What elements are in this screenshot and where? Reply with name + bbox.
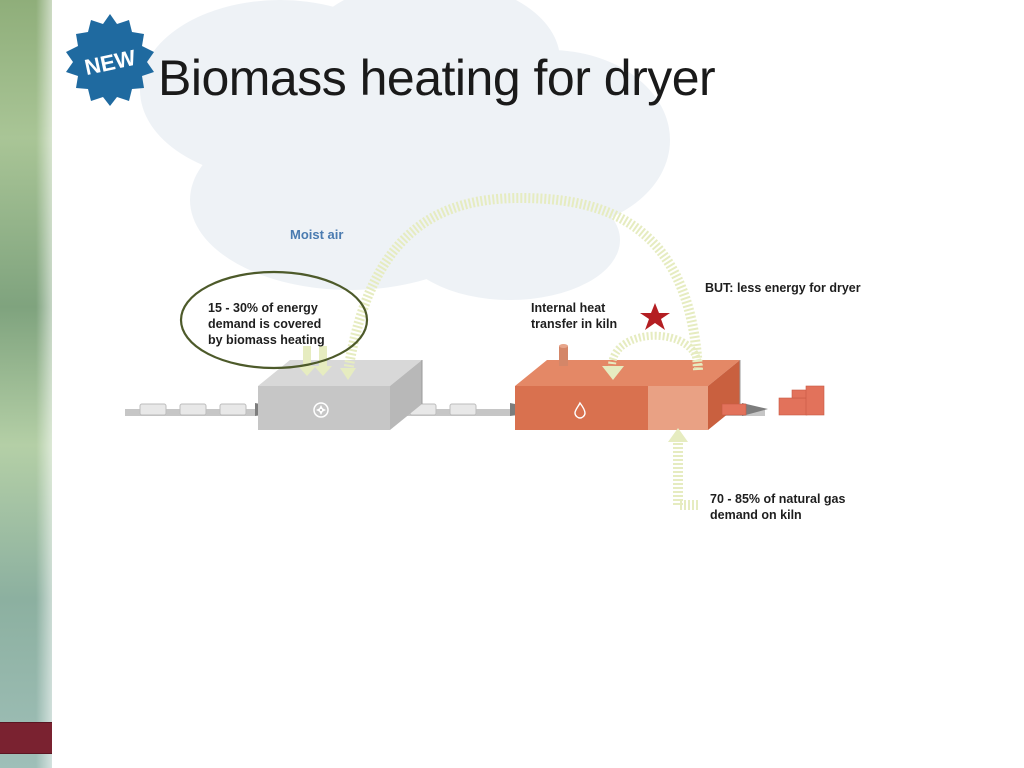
biomass-line-3: by biomass heating: [208, 333, 325, 347]
finished-bricks: [721, 385, 825, 416]
kiln-unit: [515, 344, 740, 430]
new-badge: NEW: [66, 14, 154, 106]
sidebar-block: [0, 722, 52, 754]
moist-air-label: Moist air: [290, 227, 344, 242]
biomass-arrow-shaft: [303, 346, 311, 368]
gas-arrow: [673, 440, 698, 510]
dryer-unit: [258, 360, 422, 430]
dried-brick-stack: [449, 403, 477, 416]
biomass-arrowhead: [298, 366, 316, 376]
cloud-background: [140, 0, 670, 300]
gas-line-2: demand on kiln: [710, 508, 802, 522]
heat-recovery-arc: [343, 192, 703, 373]
raw-brick-stack: [179, 403, 207, 416]
star-icon: [640, 303, 670, 330]
internal-heat-arrowhead: [602, 366, 624, 380]
highlight-ellipse: [179, 270, 369, 370]
but-note-label: BUT: less energy for dryer: [705, 281, 861, 295]
flame-icon: [574, 401, 586, 419]
page-title: Biomass heating for dryer: [158, 50, 716, 106]
raw-brick-stack: [139, 403, 167, 416]
internal-line-1: Internal heat: [531, 301, 606, 315]
natural-gas-label: 70 - 85% of natural gas demand on kiln: [710, 491, 845, 523]
internal-heat-arc: [607, 331, 703, 369]
heat-recovery-arrowhead: [340, 368, 356, 380]
biomass-line-1: 15 - 30% of energy: [208, 301, 318, 315]
conveyor-arrow: [742, 403, 768, 416]
fan-icon: [313, 402, 329, 418]
raw-bricks-group: [139, 403, 477, 416]
conveyor-line: [125, 409, 765, 416]
biomass-arrowhead: [314, 366, 332, 376]
internal-line-2: transfer in kiln: [531, 317, 618, 331]
biomass-arrow-shaft: [319, 346, 327, 368]
gas-line-1: 70 - 85% of natural gas: [710, 492, 846, 506]
sidebar-edge: [36, 0, 52, 768]
biomass-share-label: 15 - 30% of energy demand is covered by …: [208, 300, 325, 348]
gas-arrowhead: [668, 428, 688, 442]
biomass-line-2: demand is covered: [208, 317, 322, 331]
raw-brick-stack: [219, 403, 247, 416]
internal-heat-label: Internal heat transfer in kiln: [531, 300, 617, 332]
